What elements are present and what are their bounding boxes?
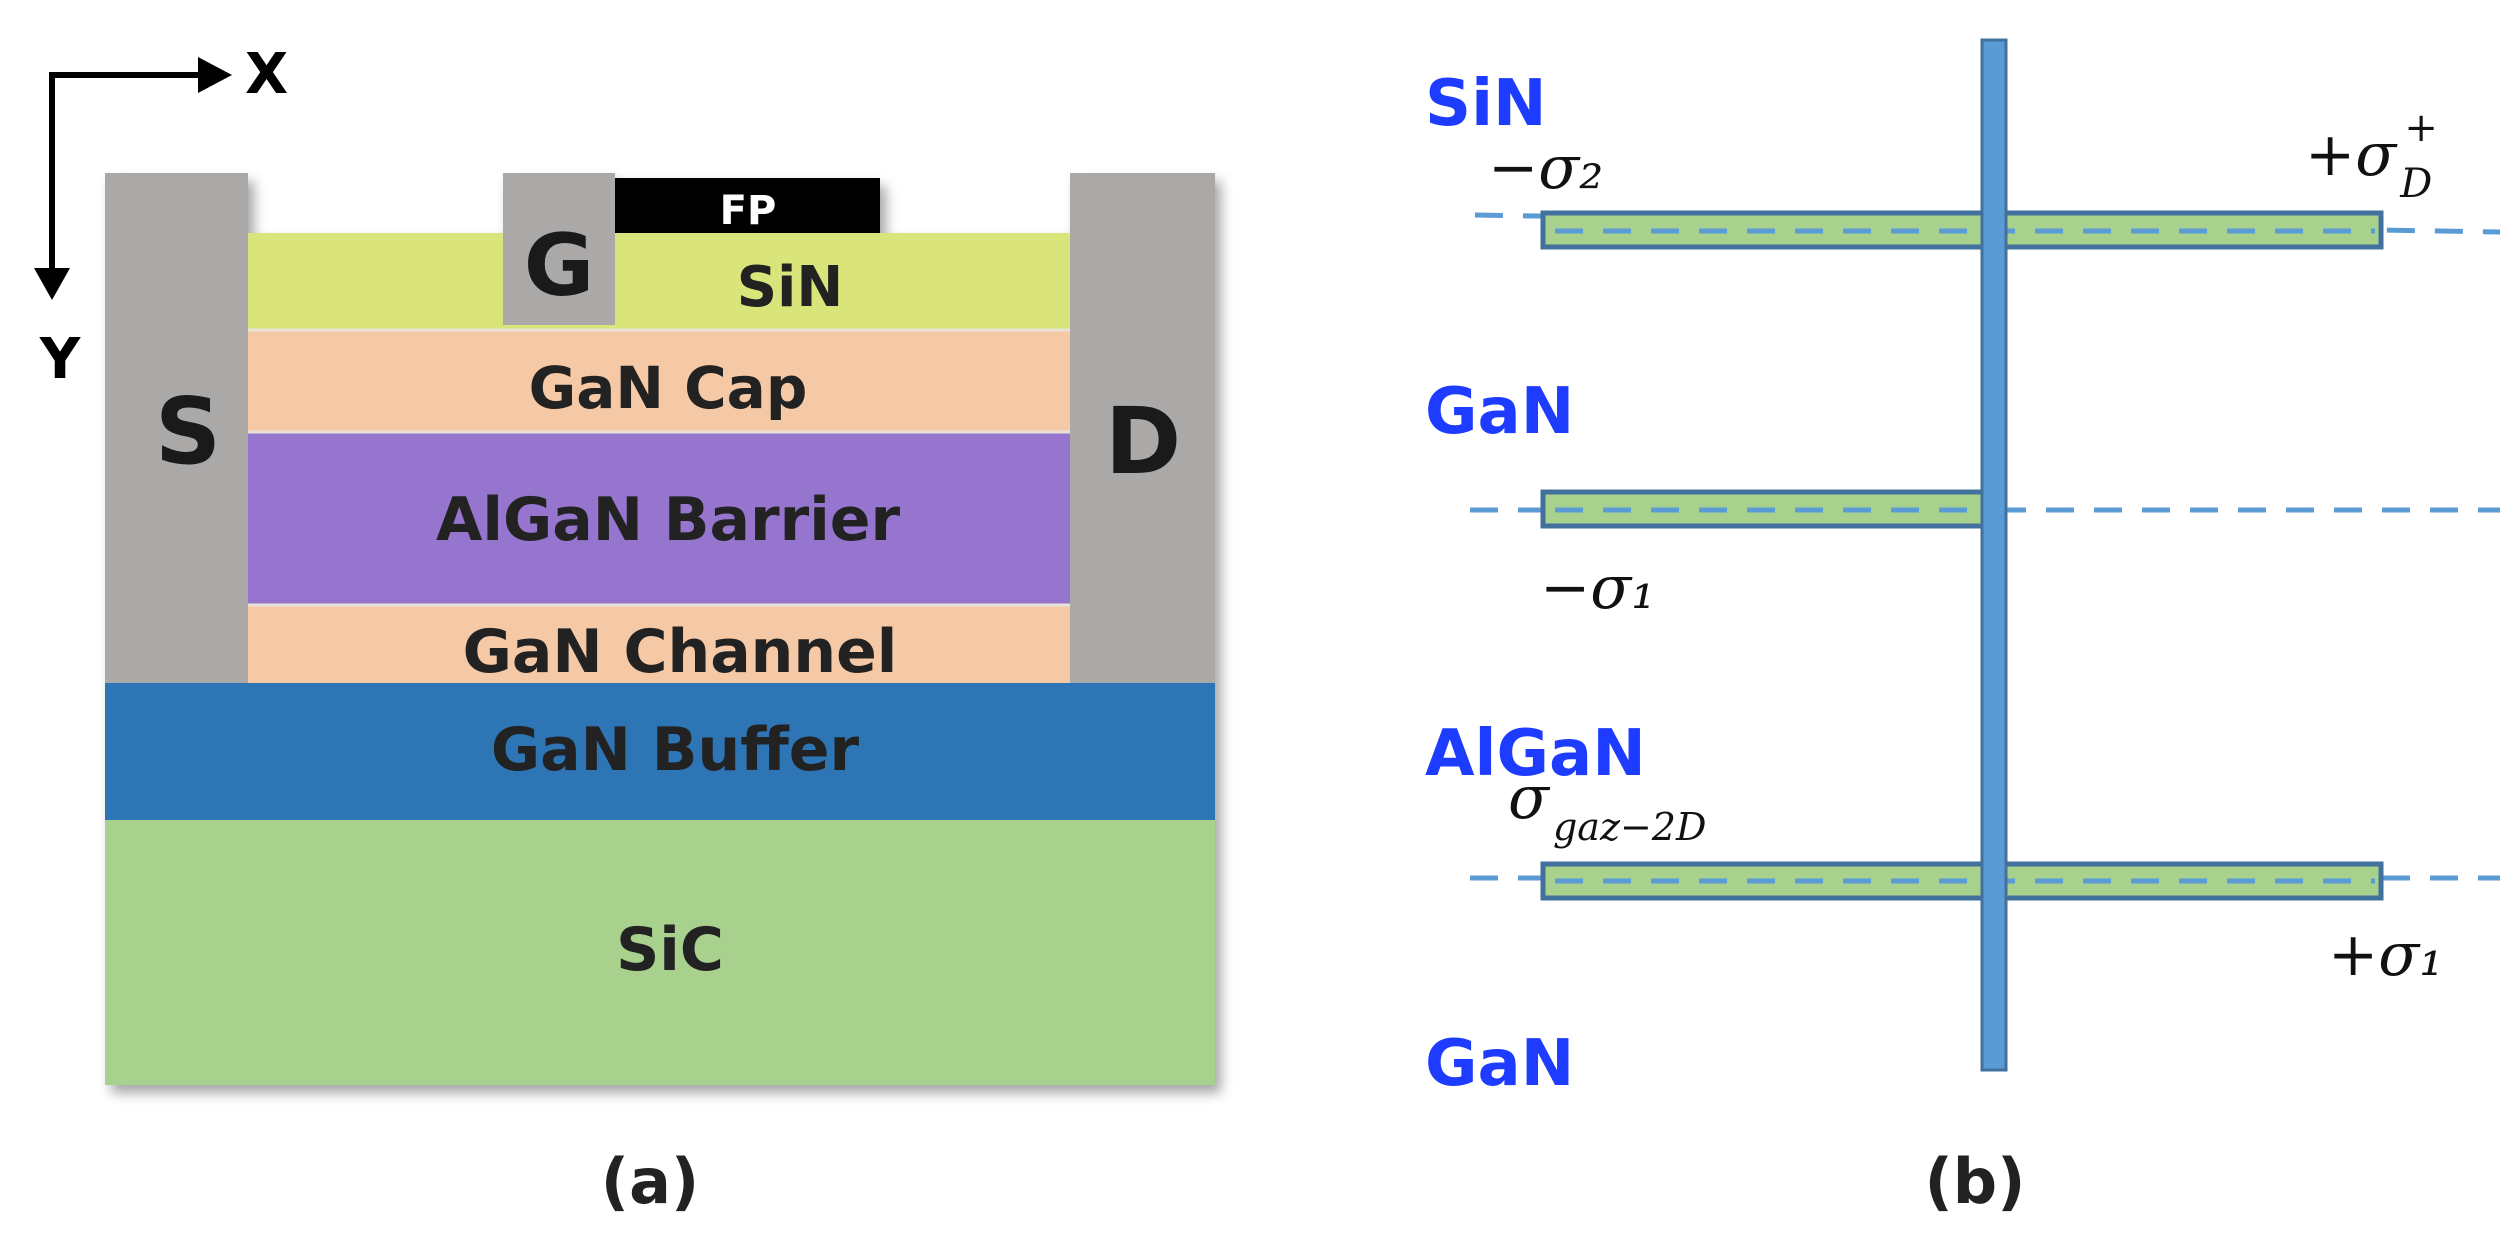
- layer-gan-buffer: [105, 683, 1215, 820]
- device-stack: [105, 173, 1215, 1085]
- x-axis-label: X: [245, 42, 288, 107]
- bar-dashes: [1555, 228, 2375, 884]
- drain-contact: [1070, 173, 1215, 683]
- drain-label: D: [1105, 388, 1181, 495]
- layer-algan-barrier: [248, 432, 1070, 605]
- layer-gan-channel: [248, 605, 1070, 683]
- material-gan-bottom-label: GaN: [1425, 1027, 1574, 1101]
- panel-a: X Y S D G FP SiN GaN Cap AlGaN Ba: [34, 42, 1215, 1218]
- algan-barrier-label: AlGaN Barrier: [436, 485, 901, 555]
- layer-separators: [248, 328, 1070, 607]
- gan-channel-label: GaN Channel: [463, 617, 898, 687]
- field-plate-label: FP: [720, 188, 777, 234]
- field-plate: [615, 178, 880, 233]
- material-algan-label: AlGaN: [1425, 717, 1646, 791]
- layer-gan-cap: [248, 330, 1070, 432]
- gan-buffer-label: GaN Buffer: [491, 715, 860, 785]
- sic-label: SiC: [616, 915, 724, 985]
- layer-sic: [105, 820, 1215, 1085]
- charge-label-minus-sigma1: −σ₁: [1540, 553, 1655, 623]
- gate-contact: [503, 173, 615, 325]
- vertical-axis-bar: [1980, 38, 2008, 1072]
- caption-b: (b): [1924, 1145, 2025, 1218]
- source-contact: [105, 173, 248, 683]
- axes-arrows: X Y: [34, 42, 288, 392]
- charge-bars: [1540, 210, 2384, 901]
- charge-label-minus-sigma2: −σ₂: [1488, 133, 1603, 203]
- layer-sin: [248, 233, 1070, 330]
- sin-layer-label: SiN: [737, 255, 843, 320]
- material-gan-label: GaN: [1425, 375, 1574, 449]
- material-sin-label: SiN: [1425, 67, 1547, 141]
- charge-label-plus-sigma1: +σ₁: [2328, 920, 2443, 990]
- y-axis-label: Y: [39, 327, 82, 392]
- gan-cap-label: GaN Cap: [529, 354, 808, 422]
- material-labels: SiN GaN AlGaN GaN: [1425, 67, 1646, 1101]
- gate-label: G: [524, 216, 595, 316]
- caption-a: (a): [601, 1145, 700, 1218]
- source-label: S: [155, 378, 221, 485]
- x-arrowhead: [198, 57, 232, 93]
- y-arrowhead: [34, 268, 70, 300]
